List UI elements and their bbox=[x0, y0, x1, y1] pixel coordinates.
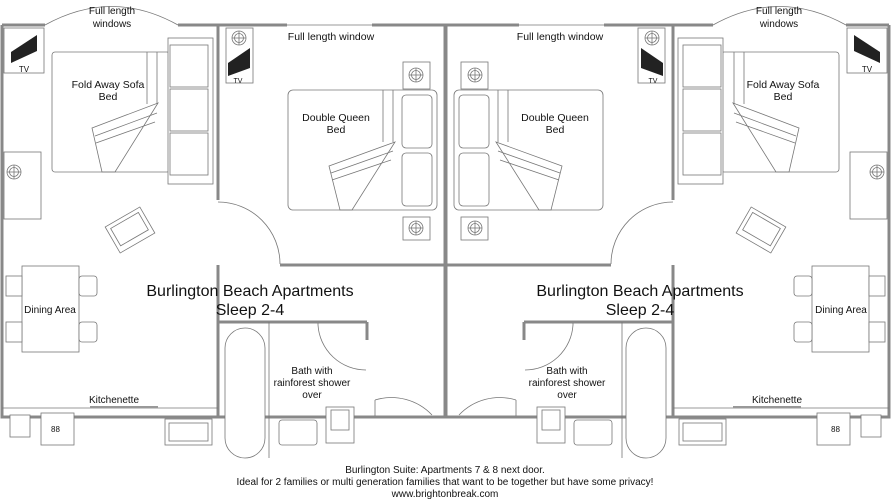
bath-label: rainforest shower bbox=[529, 378, 606, 389]
apartment-title: Burlington Beach Apartments bbox=[536, 283, 743, 300]
dining-label: Dining Area bbox=[24, 305, 76, 316]
bedroom-window-label: Full length window bbox=[288, 31, 375, 43]
bed-label: Bed bbox=[327, 124, 346, 136]
tv-label: TV bbox=[862, 65, 873, 74]
caption-line-2: Ideal for 2 families or multi generation… bbox=[237, 477, 654, 488]
tv-label: TV bbox=[649, 78, 658, 85]
bath-label: Bath with bbox=[291, 366, 332, 377]
sofa-bed-label: Fold Away Sofa bbox=[72, 79, 145, 91]
window-arc-label: windows bbox=[759, 19, 798, 30]
sofa-bed-label: Bed bbox=[774, 91, 793, 103]
apartment-left-labels: Full length windows TV Fold Away Sofa Be… bbox=[19, 6, 375, 406]
bed-label: Double Queen bbox=[302, 112, 370, 124]
dining-label: Dining Area bbox=[815, 305, 867, 316]
bedroom-window-label: Full length window bbox=[517, 31, 604, 43]
caption-line-1: Burlington Suite: Apartments 7 & 8 next … bbox=[345, 465, 545, 476]
window-arc-label: windows bbox=[92, 19, 131, 30]
apartment-left-plan bbox=[2, 7, 445, 459]
bath-label: Bath with bbox=[546, 366, 587, 377]
window-arc-label: Full length bbox=[89, 6, 135, 17]
apartment-subtitle: Sleep 2-4 bbox=[216, 302, 285, 319]
apartment-title: Burlington Beach Apartments bbox=[146, 283, 353, 300]
bed-label: Double Queen bbox=[521, 112, 589, 124]
bath-label: over bbox=[302, 390, 322, 401]
tv-label: TV bbox=[234, 78, 243, 85]
bed-label: Bed bbox=[546, 124, 565, 136]
kitchen-label: Kitchenette bbox=[752, 395, 802, 406]
bath-label: rainforest shower bbox=[274, 378, 351, 389]
bath-label: over bbox=[557, 390, 577, 401]
caption-website: www.brightonbreak.com bbox=[391, 489, 499, 500]
sofa-bed-label: Fold Away Sofa bbox=[747, 79, 820, 91]
caption: Burlington Suite: Apartments 7 & 8 next … bbox=[237, 465, 654, 500]
apartment-subtitle: Sleep 2-4 bbox=[606, 302, 675, 319]
kitchen-label: Kitchenette bbox=[89, 395, 139, 406]
tv-label: TV bbox=[19, 65, 30, 74]
apartment-right-plan bbox=[446, 7, 889, 459]
sofa-bed-label: Bed bbox=[99, 91, 118, 103]
apartment-right-labels: Full length windows TV Fold Away Sofa Be… bbox=[517, 6, 873, 406]
window-arc-label: Full length bbox=[756, 6, 802, 17]
